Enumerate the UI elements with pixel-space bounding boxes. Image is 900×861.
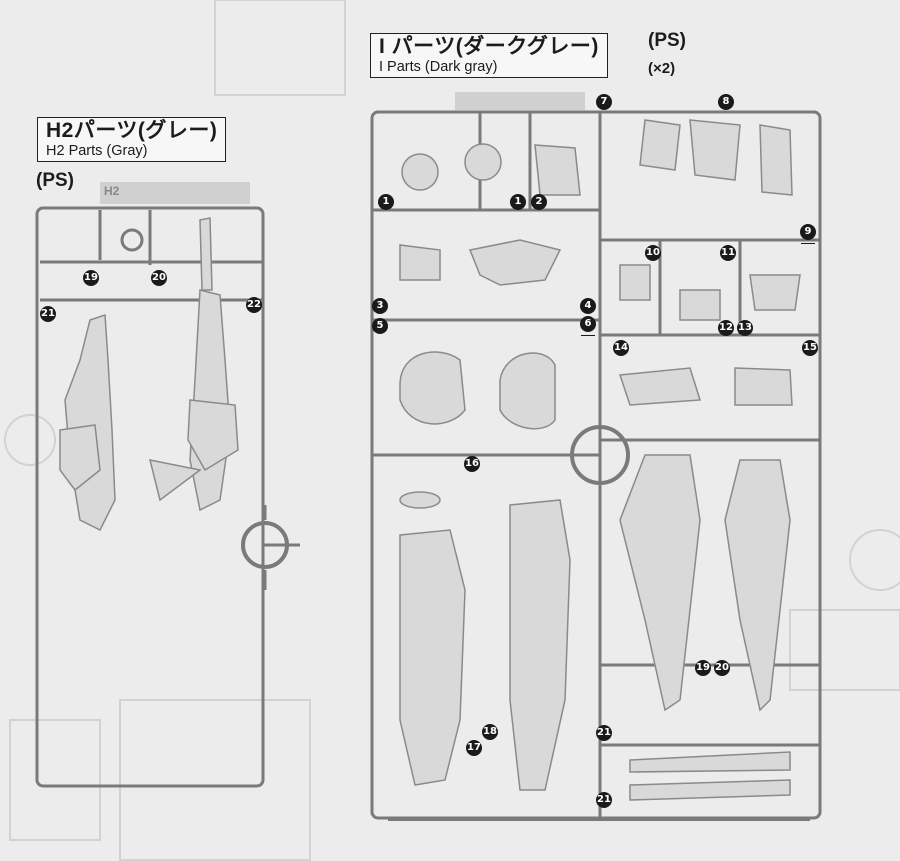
i-sprue-tab: [455, 92, 585, 110]
i-parts: [399, 119, 801, 801]
part-marker-i-21b: 21: [596, 792, 612, 808]
part-marker-i-13: 13: [737, 320, 753, 336]
part-marker-i-2: 2: [531, 194, 547, 210]
part-marker-i-21a: 21: [596, 725, 612, 741]
i-quantity: (×2): [648, 60, 676, 77]
part-marker-i-7: 7: [596, 94, 612, 110]
part-marker-i-10: 10: [645, 245, 661, 261]
part-marker-i-1a: 1: [378, 194, 394, 210]
i-sprue-frame: [370, 110, 822, 821]
part-marker-i-14: 14: [613, 340, 629, 356]
part-marker-h2-19: 19: [83, 270, 99, 286]
part-marker-h2-21: 21: [40, 306, 56, 322]
h2-name-en: H2 Parts (Gray): [46, 143, 148, 159]
part-marker-i-6: 6: [580, 316, 596, 336]
part-marker-h2-20: 20: [151, 270, 167, 286]
i-parts-label: I パーツ(ダークグレー) I Parts (Dark gray): [370, 33, 608, 78]
part-marker-i-4: 4: [580, 298, 596, 314]
part-marker-i-17: 17: [466, 740, 482, 756]
part-marker-i-3: 3: [372, 298, 388, 314]
i-name-en: I Parts (Dark gray): [379, 59, 498, 75]
h2-name-ja: H2パーツ(グレー): [46, 119, 218, 142]
i-name-ja: I パーツ(ダークグレー): [379, 35, 599, 58]
h2-sprue-frame: [35, 206, 300, 788]
part-marker-i-8: 8: [718, 94, 734, 110]
part-marker-i-20: 20: [714, 660, 730, 676]
part-marker-i-1b: 1: [510, 194, 526, 210]
h2-parts-label: H2パーツ(グレー) H2 Parts (Gray): [37, 117, 227, 162]
part-marker-i-5: 5: [372, 318, 388, 334]
h2-parts: [59, 217, 239, 532]
part-marker-i-19: 19: [695, 660, 711, 676]
part-marker-h2-22: 22: [246, 297, 262, 313]
h2-sprue-tab: [100, 182, 250, 204]
part-marker-i-12: 12: [718, 320, 734, 336]
part-marker-i-18: 18: [482, 724, 498, 740]
part-marker-i-11: 11: [720, 245, 736, 261]
background-ghost-art: [4, 0, 900, 861]
h2-material: (PS): [36, 170, 74, 191]
i-material: (PS): [648, 30, 686, 51]
part-marker-i-9: 9: [800, 224, 816, 244]
part-marker-i-16: 16: [464, 456, 480, 472]
h2-sprue-tag: H2: [104, 184, 120, 198]
part-marker-i-15: 15: [802, 340, 818, 356]
